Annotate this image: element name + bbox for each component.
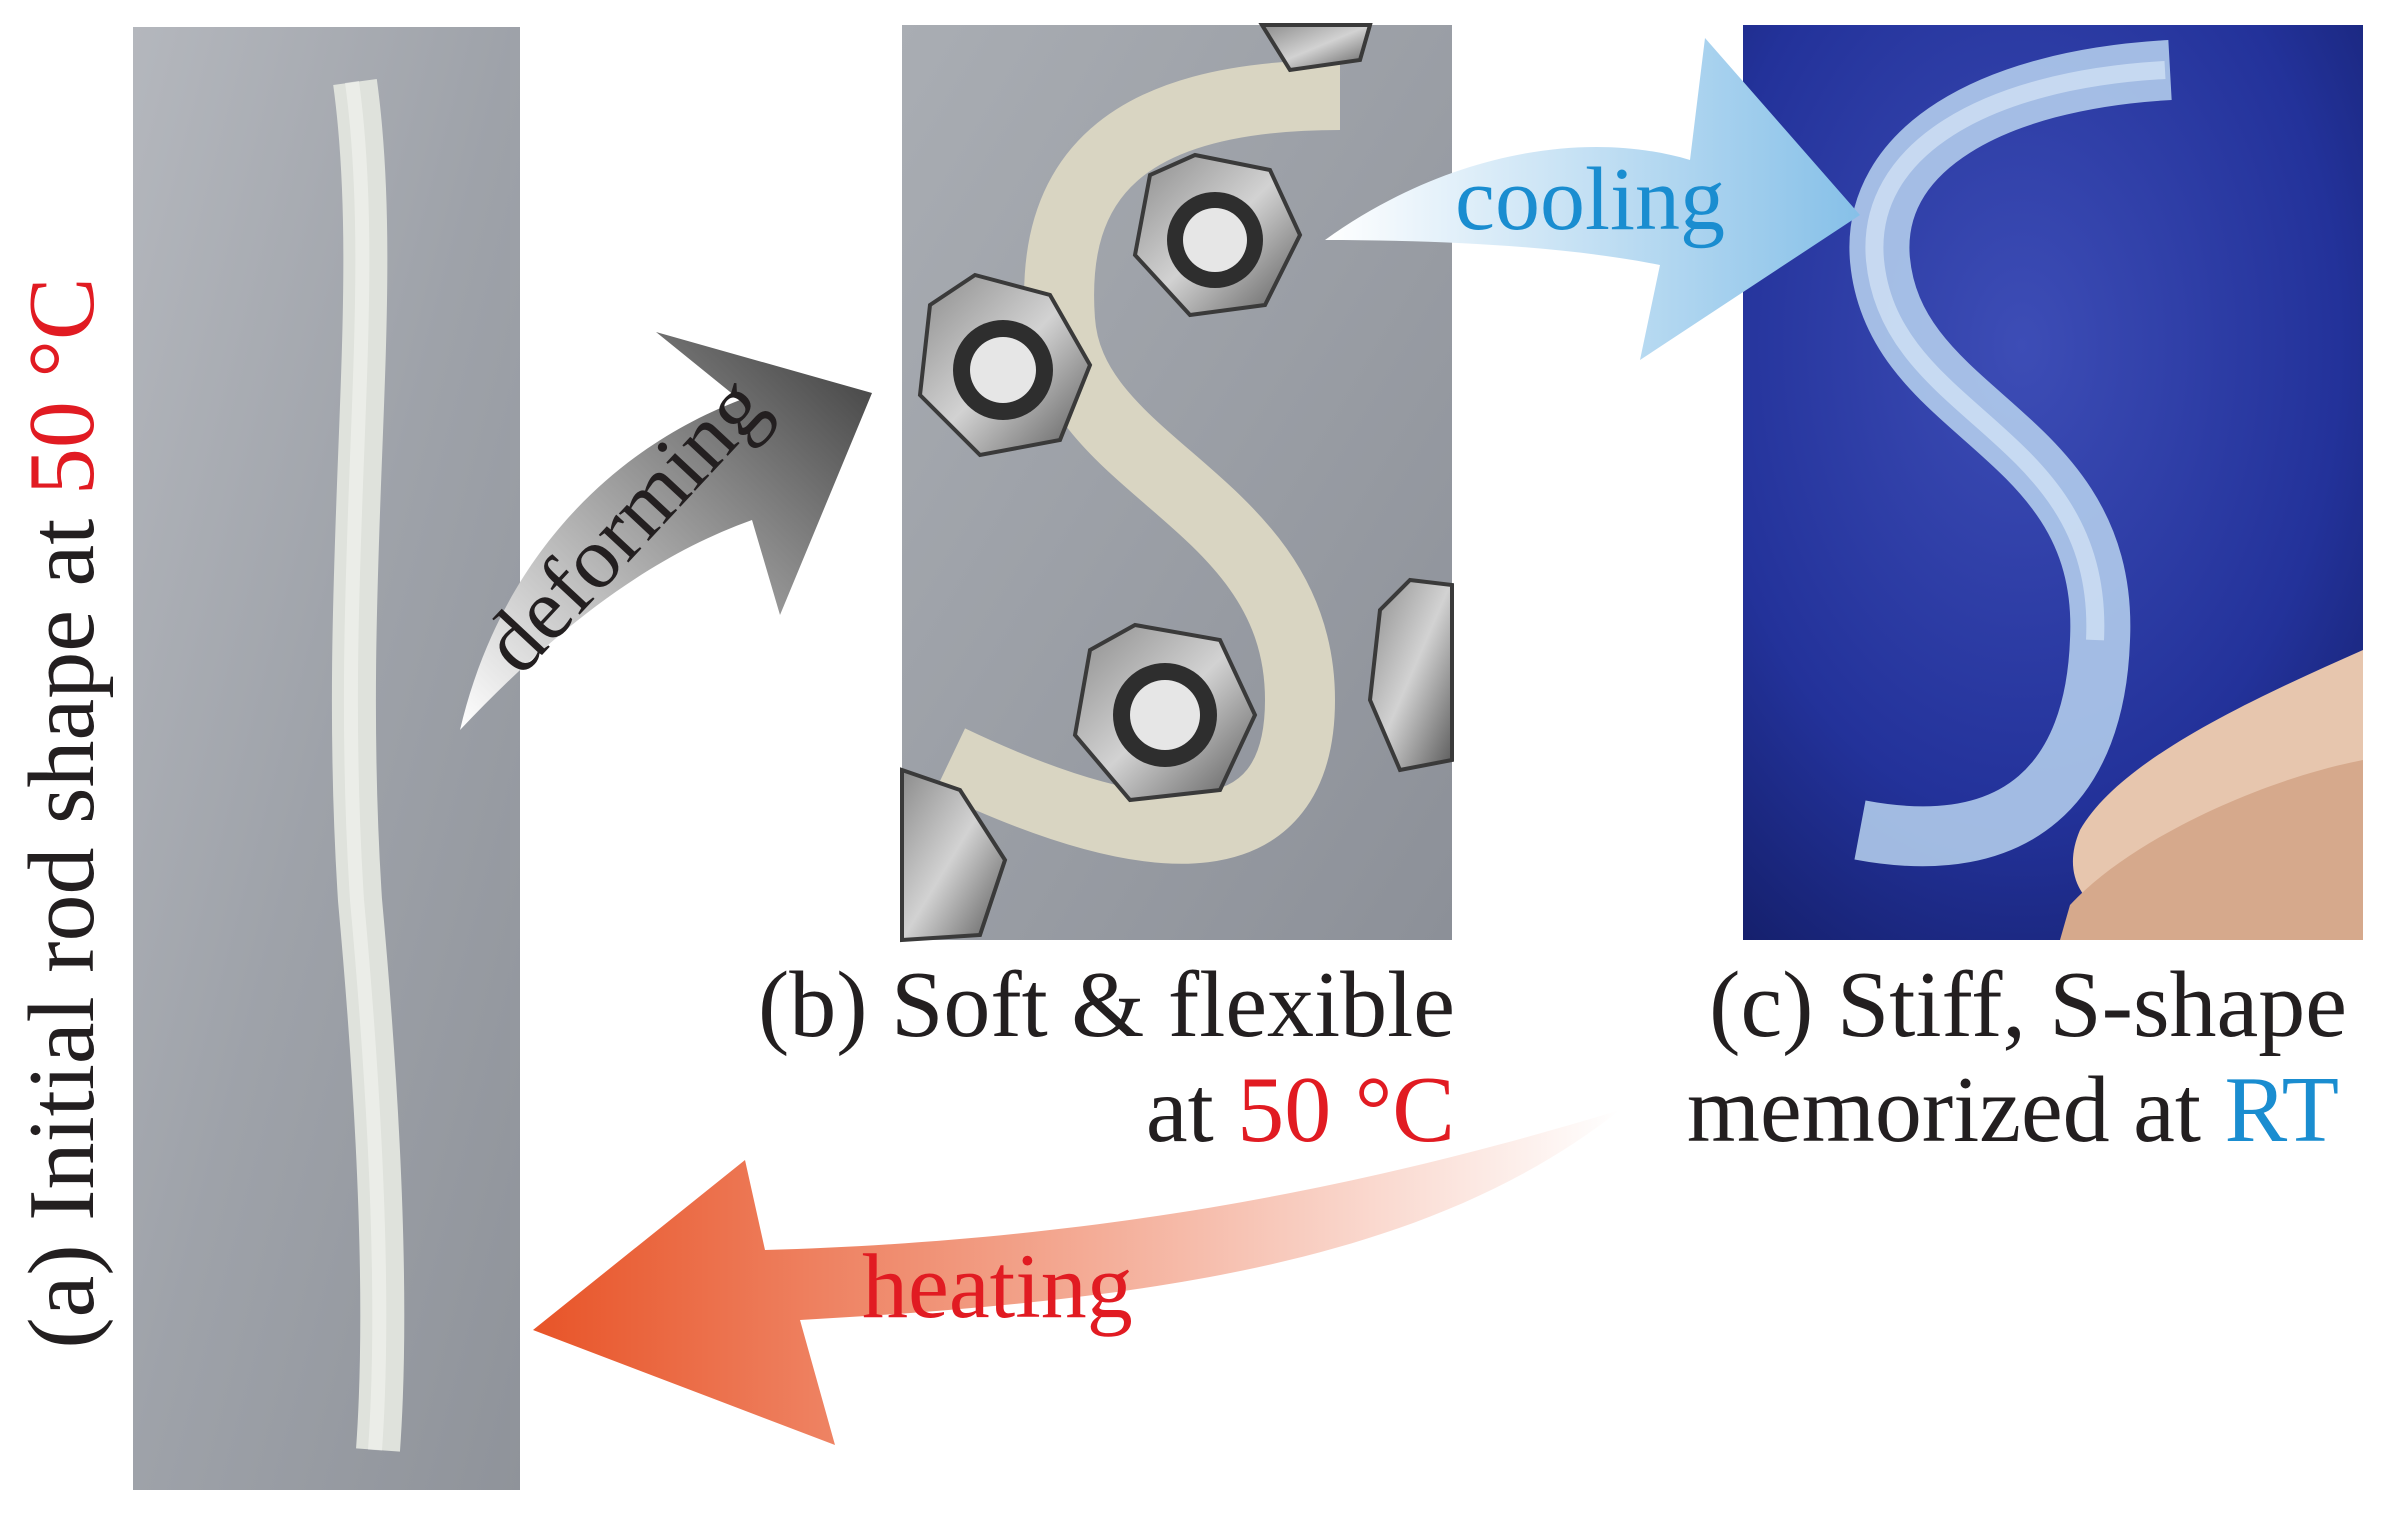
panel-b-caption-line1: (b) Soft & flexible	[758, 958, 1455, 1052]
panel-c-caption-line2: memorized at RT	[1687, 1063, 2339, 1157]
heating-label: heating	[862, 1240, 1133, 1332]
panel-b-caption-prefix: at	[1145, 1058, 1238, 1162]
panel-b-photo	[900, 23, 1454, 943]
panel-c-temp: RT	[2224, 1058, 2339, 1162]
deforming-arrow	[460, 332, 872, 730]
panel-b-caption-line2: at 50 °C	[1146, 1063, 1455, 1157]
panel-c-caption-line1: (c) Stiff, S-shape	[1709, 958, 2347, 1052]
panel-c-photo	[1743, 25, 2363, 940]
panel-a-caption: (a) Initial rod shape at 50 °C	[0, 0, 124, 1522]
panel-b-temp: 50 °C	[1237, 1058, 1455, 1162]
panel-a-temp: 50 °C	[10, 277, 114, 496]
panel-b-caption-title: (b) Soft & flexible	[757, 953, 1455, 1057]
cooling-arrow	[1325, 38, 1860, 360]
cooling-text: cooling	[1455, 150, 1725, 249]
panel-a-photo	[133, 27, 520, 1490]
panel-c-caption-prefix: memorized at	[1686, 1058, 2225, 1162]
heating-arrow	[533, 1110, 1620, 1445]
heating-text: heating	[862, 1235, 1133, 1337]
panel-a-caption-text: (a) Initial rod shape at	[10, 495, 114, 1349]
cooling-label: cooling	[1455, 155, 1725, 245]
panel-c-caption-title: (c) Stiff, S-shape	[1709, 953, 2347, 1057]
